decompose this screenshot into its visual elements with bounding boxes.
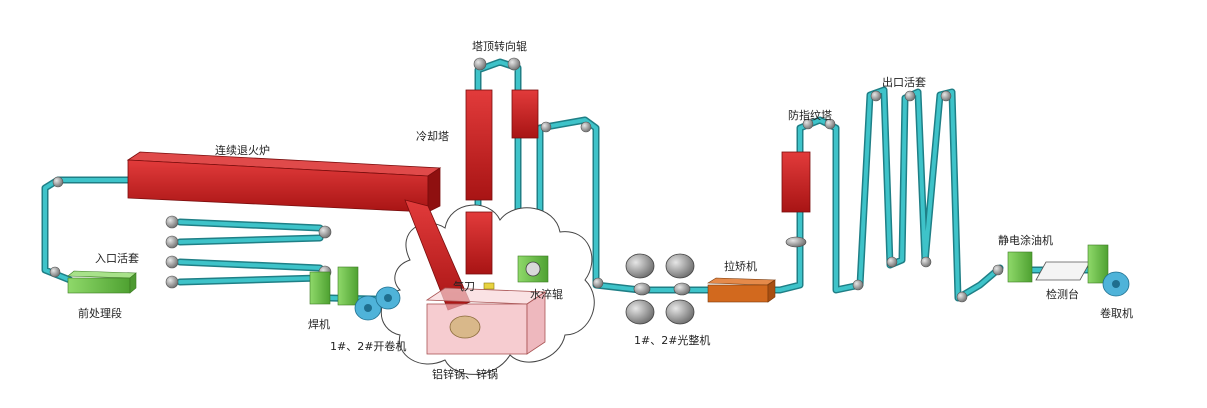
air-knife: [483, 282, 495, 290]
label-air-knife: 气刀: [453, 279, 475, 293]
label-recoiler: 卷取机: [1100, 306, 1133, 320]
skin-pass-mill: [625, 253, 695, 325]
labels: 塔顶转向辊 冷却塔 连续退火炉 入口活套 前处理段 焊机 1#、2#开卷机 铝锌…: [78, 39, 1133, 381]
label-pot: 铝锌锅、锌锅: [432, 367, 498, 381]
uncoiler-unit: [354, 286, 401, 321]
label-uncoiler: 1#、2#开卷机: [330, 339, 406, 353]
annealing-furnace: [126, 151, 471, 311]
entry-looper-roll: [49, 176, 332, 289]
welder-unit: [309, 266, 359, 306]
label-entry-looper: 入口活套: [95, 252, 139, 265]
label-water-quench: 水淬辊: [530, 287, 563, 301]
label-welder: 焊机: [308, 317, 330, 331]
exit-looper: [852, 90, 1004, 303]
inspection-table: [1035, 261, 1091, 281]
recoiler-unit: [1087, 244, 1130, 297]
label-anti-finger-tower: 防指纹塔: [788, 108, 832, 122]
water-quench-unit: [517, 255, 549, 283]
pretreatment-unit: [67, 270, 137, 294]
anti-finger-tower: [781, 118, 836, 248]
label-cooling-tower: 冷却塔: [416, 130, 449, 143]
entry-looper: [49, 176, 332, 289]
label-annealing-furnace: 连续退火炉: [215, 143, 270, 157]
label-tower-top-roll: 塔顶转向辊: [472, 39, 527, 53]
cooling-tower: [465, 89, 539, 275]
tower-top-rolls: [473, 57, 604, 289]
label-exit-looper: 出口活套: [882, 75, 926, 89]
zinc-pot: [425, 287, 547, 355]
label-skin-pass: 1#、2#光整机: [634, 333, 710, 347]
electrostatic-oiler: [1007, 251, 1033, 283]
label-electrostatic-oiler: 静电涂油机: [998, 233, 1053, 247]
tension-leveler: [707, 277, 776, 303]
label-pretreatment: 前处理段: [78, 306, 122, 320]
label-tension-leveler: 拉矫机: [724, 259, 757, 273]
label-inspection: 检测台: [1046, 287, 1079, 301]
